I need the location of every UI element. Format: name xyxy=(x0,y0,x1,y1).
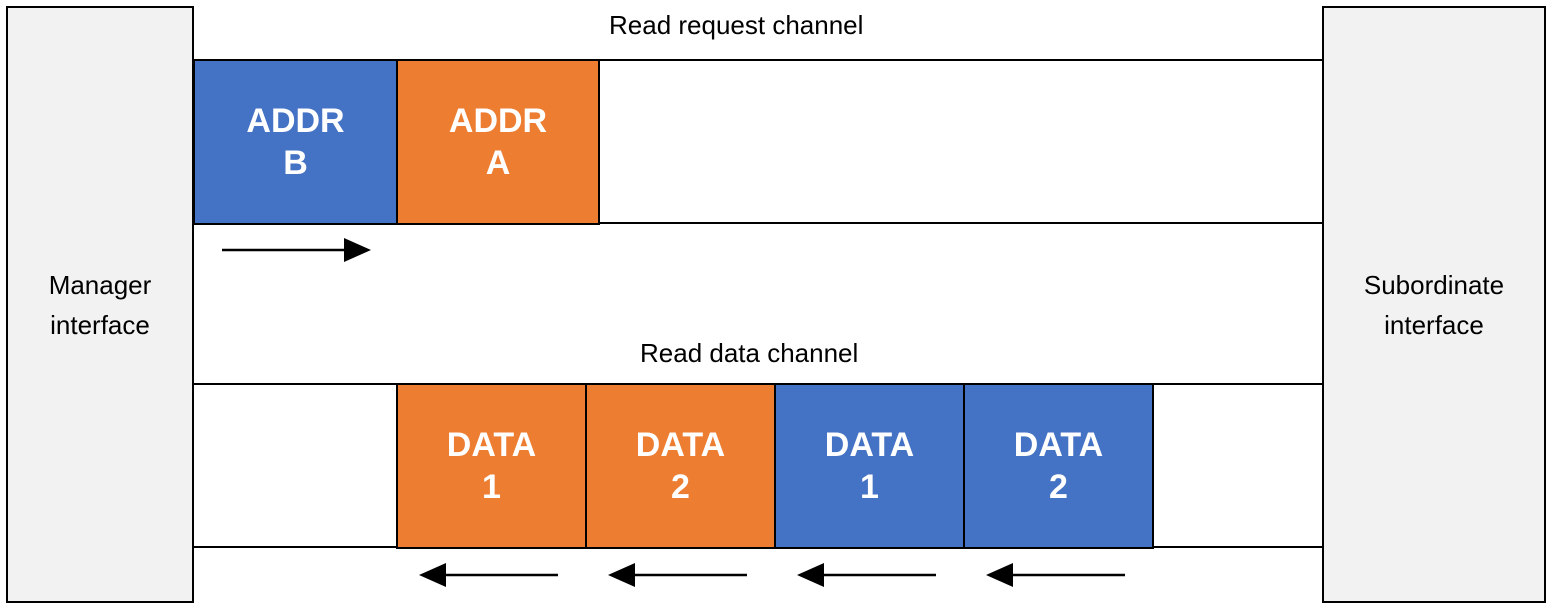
data-2-orange-packet: DATA 2 xyxy=(585,383,776,549)
read-request-channel-title: Read request channel xyxy=(609,10,864,40)
data-2-blue-packet: DATA 2 xyxy=(963,383,1154,549)
data-2-orange-label: DATA 2 xyxy=(635,426,726,506)
manager-interface-label: Manager interface xyxy=(48,269,152,340)
addr-a-label: ADDR A xyxy=(448,102,548,182)
data-2-blue-label: DATA 2 xyxy=(1013,426,1104,506)
addr-a-packet: ADDR A xyxy=(396,59,600,225)
data-1-orange-packet: DATA 1 xyxy=(396,383,587,549)
left-arrow-icon xyxy=(986,563,1125,587)
manager-interface-box: Manager interface xyxy=(6,6,194,603)
read-data-channel-title: Read data channel xyxy=(640,338,859,368)
right-arrow-icon xyxy=(222,238,371,262)
read-request-channel-top-line xyxy=(193,59,1323,61)
subordinate-interface-label: Subordinate interface xyxy=(1363,269,1505,340)
addr-b-packet: ADDR B xyxy=(193,59,398,225)
left-arrow-icon xyxy=(419,563,558,587)
addr-b-label: ADDR B xyxy=(246,102,345,182)
left-arrow-icon xyxy=(608,563,747,587)
subordinate-interface-box: Subordinate interface xyxy=(1322,6,1546,603)
read-request-channel-bottom-line xyxy=(193,222,1323,224)
data-1-blue-label: DATA 1 xyxy=(824,426,915,506)
data-1-blue-packet: DATA 1 xyxy=(774,383,965,549)
left-arrow-icon xyxy=(797,563,936,587)
data-1-orange-label: DATA 1 xyxy=(446,426,537,506)
